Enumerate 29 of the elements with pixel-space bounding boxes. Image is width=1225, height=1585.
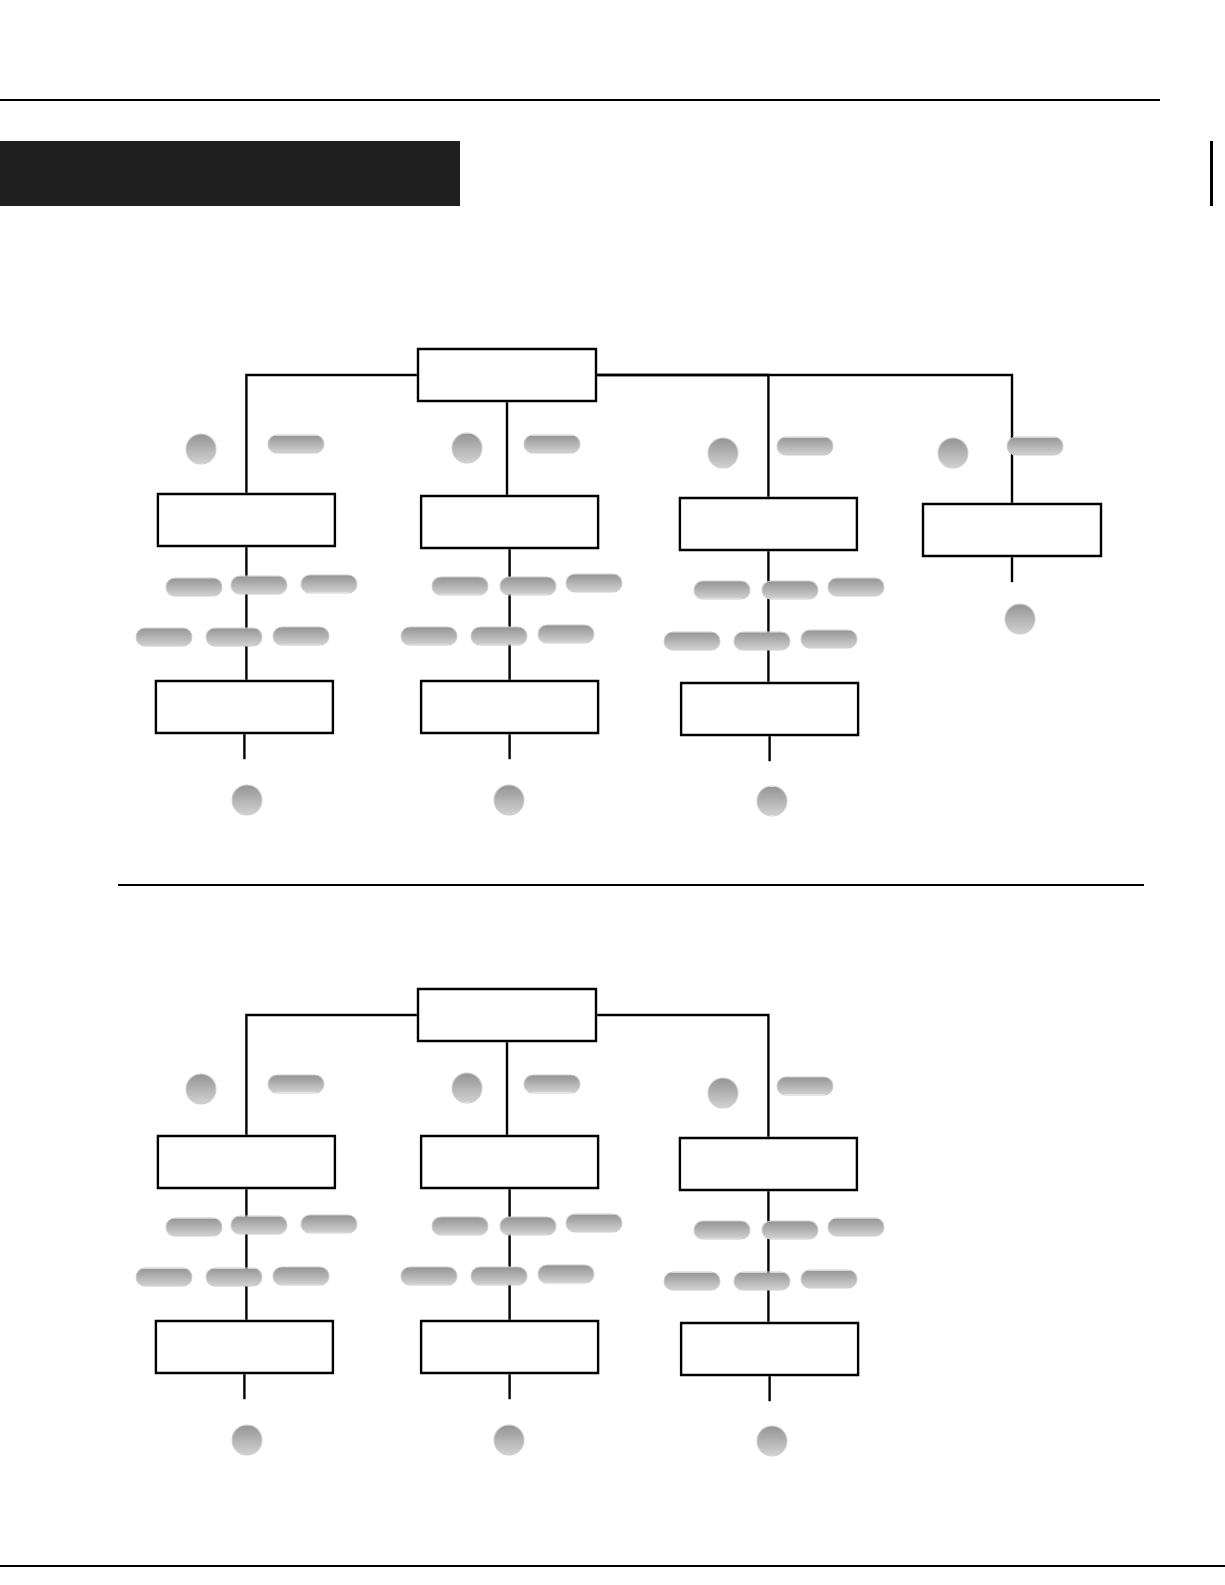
process-box	[678, 496, 859, 552]
connector-line	[768, 736, 771, 762]
process-box	[156, 1134, 337, 1190]
process-box	[419, 679, 600, 735]
connector-line	[245, 373, 417, 493]
process-box	[419, 494, 600, 550]
connector-line	[245, 1013, 417, 1135]
process-box	[154, 679, 335, 735]
connector-line	[505, 402, 509, 495]
process-box	[921, 502, 1103, 558]
process-box	[678, 1136, 859, 1192]
process-box	[419, 1319, 600, 1375]
connector-line	[508, 734, 511, 760]
connector-line	[597, 1013, 770, 1137]
connector-line	[505, 1042, 509, 1135]
connector-line	[768, 1376, 771, 1402]
connector-line	[243, 1374, 246, 1400]
process-box	[416, 987, 598, 1043]
process-box	[154, 1319, 335, 1375]
process-box	[419, 1134, 600, 1190]
process-box	[416, 347, 598, 403]
connector-line	[508, 1374, 511, 1400]
process-box	[679, 1321, 860, 1377]
process-box	[156, 492, 337, 548]
connector-line	[243, 734, 246, 760]
connector-line	[597, 373, 1014, 503]
title-banner	[0, 140, 460, 206]
connector-line	[1010, 557, 1014, 583]
process-box	[679, 681, 860, 737]
